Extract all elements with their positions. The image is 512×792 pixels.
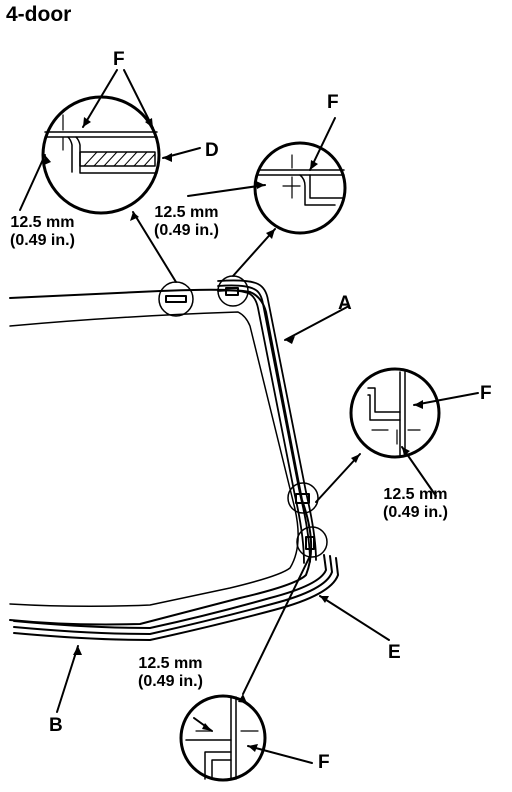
measurement-imperial: (0.49 in.) [154,222,219,239]
clip-circle-side [287,482,319,514]
measurement-metric: 12.5 mm [154,204,219,221]
measurement-label-side: 12.5 mm (0.49 in.) [383,486,448,522]
windshield-glass-inner-line [9,311,299,608]
measurement-metric: 12.5 mm [383,486,448,503]
callout-a: A [338,293,352,314]
part-d-block [79,151,156,167]
measurement-metric: 12.5 mm [10,214,75,231]
measurement-label-bottom: 12.5 mm (0.49 in.) [138,655,203,691]
callout-f-detail-upper-right: F [327,92,339,113]
callout-f-detail-upper-left: F [113,49,125,70]
molding-a [217,279,317,564]
measurement-imperial: (0.49 in.) [138,673,203,690]
detail-circle-upper-left [41,95,161,215]
measurement-label-upper-left: 12.5 mm (0.49 in.) [10,214,75,250]
callout-e: E [388,642,401,663]
detail-circle-side [349,367,441,459]
callout-f-detail-bottom: F [318,752,330,773]
molding-b [13,554,339,641]
measurement-imperial: (0.49 in.) [10,232,75,249]
detail-circle-upper-right [253,141,347,235]
measurement-imperial: (0.49 in.) [383,504,448,521]
callout-d: D [205,140,219,161]
clip-circle-upper-left [158,281,194,317]
diagram-title: 4-door [6,3,72,26]
callout-b: B [49,715,63,736]
callout-f-detail-side: F [480,383,492,404]
windshield-glass-outline [9,288,313,626]
measurement-metric: 12.5 mm [138,655,203,672]
clip-circle-lower-corner [296,526,328,558]
detail-circle-bottom [179,694,267,782]
measurement-label-upper-right: 12.5 mm (0.49 in.) [154,204,219,240]
